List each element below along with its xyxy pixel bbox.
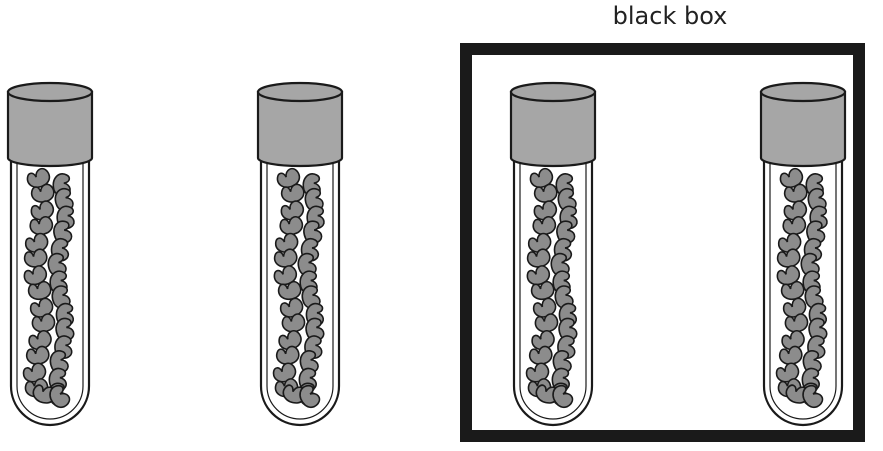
stopper-body (511, 92, 595, 166)
tube-layer (8, 83, 845, 425)
stopper-body (761, 92, 845, 166)
test-tube-2 (258, 83, 342, 425)
stopper-body (8, 92, 92, 166)
stopper-top (258, 83, 342, 101)
stopper-top (8, 83, 92, 101)
test-tube-3 (511, 83, 595, 425)
test-tube-4 (761, 83, 845, 425)
stopper-top (761, 83, 845, 101)
stopper-body (258, 92, 342, 166)
test-tube-1 (8, 83, 92, 425)
stopper-top (511, 83, 595, 101)
